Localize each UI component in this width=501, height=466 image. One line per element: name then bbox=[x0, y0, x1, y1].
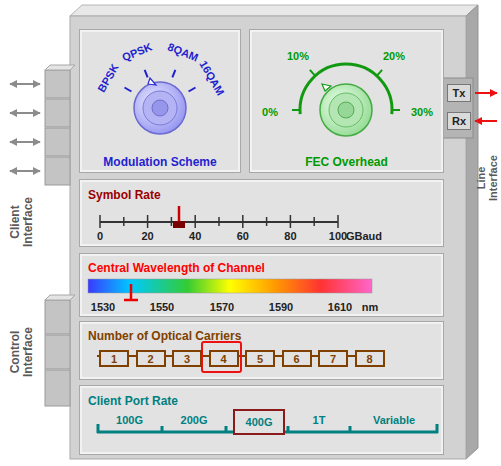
box-label: 400G bbox=[246, 416, 273, 428]
scale-value: 1570 bbox=[210, 301, 234, 313]
carrier-box: 5 bbox=[245, 350, 275, 367]
box-label: 5 bbox=[257, 353, 263, 365]
interface-label: Line Interface bbox=[475, 143, 499, 213]
box-label: 2 bbox=[147, 353, 153, 365]
port-box: Tx bbox=[447, 84, 471, 102]
panel-title: Modulation Scheme bbox=[103, 155, 216, 169]
panel-title: Symbol Rate bbox=[88, 188, 161, 202]
dial-option: 20% bbox=[383, 50, 405, 62]
control-panel: FEC Overhead bbox=[250, 30, 443, 172]
carrier-box: 6 bbox=[282, 350, 312, 367]
rate-option: Variable bbox=[373, 414, 415, 426]
box-label: 8 bbox=[366, 353, 372, 365]
rate-option: 200G bbox=[181, 414, 208, 426]
control-panel: Symbol Rate bbox=[80, 180, 443, 246]
scale-value: 60 bbox=[237, 230, 249, 242]
box-label: 1 bbox=[111, 353, 117, 365]
panel-title: Number of Optical Carriers bbox=[88, 329, 241, 343]
scale-value: 1550 bbox=[150, 301, 174, 313]
box-label: 6 bbox=[293, 353, 299, 365]
control-panel: Modulation Scheme bbox=[80, 30, 240, 172]
box-label: 4 bbox=[220, 353, 226, 365]
dial-option: 30% bbox=[411, 106, 433, 118]
port-box: Rx bbox=[447, 112, 471, 130]
scale-value: 20 bbox=[141, 230, 153, 242]
scale-unit: nm bbox=[362, 301, 379, 313]
scale-value: 40 bbox=[189, 230, 201, 242]
scale-value: 1590 bbox=[269, 301, 293, 313]
carrier-box: 2 bbox=[136, 350, 166, 367]
dial-option: BPSK bbox=[95, 62, 121, 95]
box-label: Rx bbox=[452, 115, 466, 127]
interface-label: Client Interface bbox=[9, 187, 35, 257]
box-label: 7 bbox=[330, 353, 336, 365]
carrier-box: 8 bbox=[355, 350, 385, 367]
scale-value: 1530 bbox=[91, 301, 115, 313]
interface-label: Control Interface bbox=[9, 317, 35, 387]
box-label: Tx bbox=[453, 87, 466, 99]
control-panel: Number of Optical Carriers 1 2 3 4 5 6 7 8 bbox=[80, 322, 443, 379]
carrier-box: 3 bbox=[172, 350, 202, 367]
dial-option: 10% bbox=[287, 50, 309, 62]
control-panel: Central Wavelength of Channel bbox=[80, 254, 443, 316]
box-label: 3 bbox=[184, 353, 190, 365]
dial-option: QPSK bbox=[120, 41, 153, 64]
selected-rate-box: 400G bbox=[233, 409, 285, 435]
scale-value: 100 bbox=[329, 230, 347, 242]
dial-option: 16QAM bbox=[197, 59, 226, 98]
rate-option: 100G bbox=[116, 414, 143, 426]
scale-value: 80 bbox=[284, 230, 296, 242]
dial-option: 8QAM bbox=[166, 40, 200, 63]
panel-title: FEC Overhead bbox=[305, 155, 388, 169]
carrier-box: 1 bbox=[99, 350, 129, 367]
scale-value: 0 bbox=[97, 230, 103, 242]
scale-unit: GBaud bbox=[346, 230, 382, 242]
carrier-box: 7 bbox=[318, 350, 348, 367]
rate-option: 1T bbox=[313, 414, 326, 426]
panel-title: Central Wavelength of Channel bbox=[88, 261, 265, 275]
scale-value: 1610 bbox=[328, 301, 352, 313]
panel-title: Client Port Rate bbox=[88, 394, 178, 408]
dial-option: 0% bbox=[262, 106, 278, 118]
carrier-box: 4 bbox=[209, 350, 239, 367]
